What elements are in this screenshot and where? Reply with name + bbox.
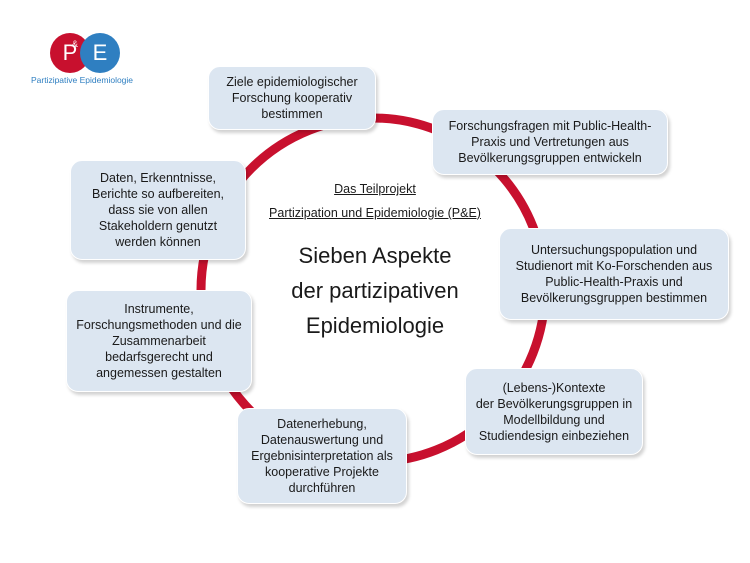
center-subtitle-2: Partizipation und Epidemiologie (P&E) [269, 206, 481, 220]
aspect-box-4: (Lebens-)Kontexte der Bevölkerungsgruppe… [465, 368, 643, 455]
aspect-box-3: Untersuchungspopulation und Studienort m… [499, 228, 729, 320]
pe-logo: P E & Partizipative Epidemiologie [22, 33, 142, 89]
aspect-box-6: Instrumente, Forschungsmethoden und die … [66, 290, 252, 392]
center-title: Sieben Aspekte der partizipativen Epidem… [291, 243, 459, 338]
aspect-box-2: Forschungsfragen mit Public-Health- Prax… [432, 109, 668, 175]
logo-subtitle: Partizipative Epidemiologie [30, 75, 134, 85]
logo-blue-circle: E [80, 33, 120, 73]
aspect-box-7: Daten, Erkenntnisse, Berichte so aufbere… [70, 160, 246, 260]
logo-ampersand: & [72, 39, 79, 49]
center-subtitle-1: Das Teilprojekt [334, 182, 416, 196]
aspect-box-5: Datenerhebung, Datenauswertung und Ergeb… [237, 408, 407, 504]
aspect-box-1: Ziele epidemiologischer Forschung kooper… [208, 66, 376, 130]
